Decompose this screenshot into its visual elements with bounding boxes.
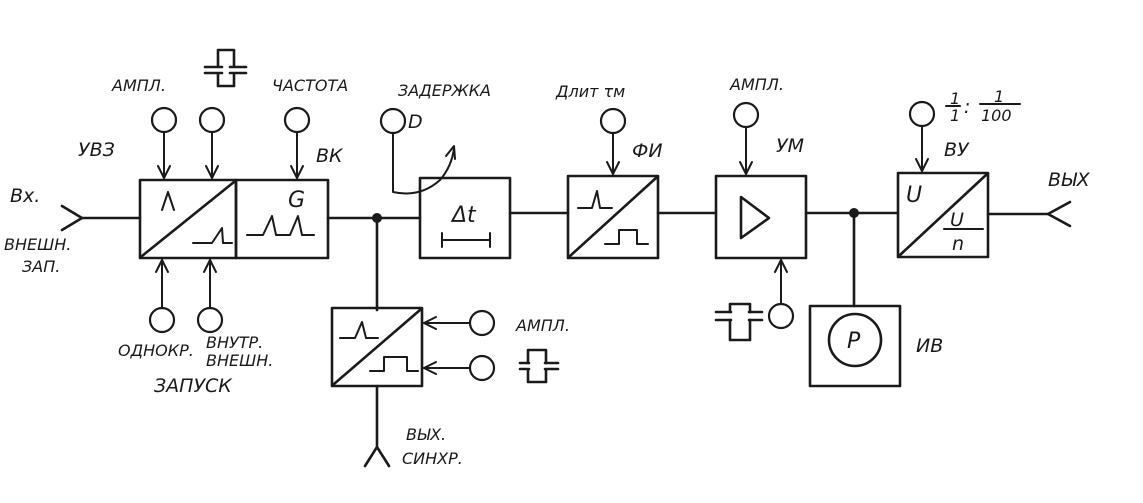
um-label: УМ — [776, 135, 804, 157]
delay-symbol: Δt — [450, 203, 477, 228]
peak-symbol-icon — [161, 191, 175, 211]
meter-symbol: P — [847, 329, 861, 354]
pulse-width-icon — [203, 48, 248, 88]
delay-block: Δt — [418, 176, 512, 260]
sync-ampl-knob[interactable] — [468, 309, 496, 337]
output-connector — [1046, 200, 1072, 228]
vk-block: G — [234, 178, 330, 260]
polarity-icon — [714, 302, 764, 342]
duration-label: Длит τм — [555, 82, 625, 101]
arrow-up-icon — [203, 259, 217, 273]
meter-icon — [827, 312, 883, 368]
iv-label: ИВ — [916, 335, 943, 357]
ratio-knob[interactable] — [908, 100, 936, 128]
iv-block: P — [808, 304, 902, 388]
arrow-up-icon — [155, 259, 169, 273]
vu-input-symbol: U — [906, 183, 922, 208]
fi-block — [566, 174, 660, 260]
arrow-down-icon — [290, 165, 304, 179]
vu-output-denominator: n — [952, 233, 964, 255]
arrow-down-icon — [606, 161, 620, 175]
sync-block — [330, 306, 424, 388]
vu-output-numerator: U — [950, 209, 964, 231]
delay-label: ЗАДЕРЖКА — [398, 81, 491, 100]
internal-label: ВНУТР. — [206, 333, 263, 352]
ampl-knob-2[interactable] — [732, 101, 760, 129]
sync-output-connector — [363, 445, 391, 468]
sync-ampl-label: АМПЛ. — [515, 316, 570, 335]
sync-width-knob[interactable] — [468, 354, 496, 382]
input-connector — [60, 204, 142, 232]
external-label: ВНЕШН. — [206, 351, 273, 370]
vu-block: U U n — [896, 171, 990, 259]
sync-output-label-1: ВЫХ. — [406, 425, 446, 444]
single-shot-label: ОДНОКР. — [118, 341, 194, 360]
input-label: Вх. — [10, 185, 40, 207]
polarity-knob[interactable] — [767, 302, 795, 330]
arrow-down-icon — [157, 165, 171, 179]
ampl-label-2: АМПЛ. — [729, 75, 784, 94]
svg-text:1: 1 — [950, 106, 960, 125]
arrow-up-icon — [774, 259, 788, 273]
input-ext-label: ВНЕШН. — [4, 235, 71, 254]
peak-pulse-icon — [339, 321, 379, 339]
ampl-knob-1[interactable] — [150, 106, 178, 134]
frequency-label: ЧАСТОТА — [272, 76, 348, 95]
ampl-label-1: АМПЛ. — [111, 76, 166, 95]
svg-text:1: 1 — [994, 87, 1004, 106]
arrow-down-icon — [205, 165, 219, 179]
uvz-block — [138, 178, 238, 260]
output-label: ВЫХ — [1048, 169, 1091, 191]
delay-knob-label: D — [408, 111, 423, 133]
svg-text:100: 100 — [981, 106, 1012, 125]
arrow-adjust-icon — [445, 145, 456, 160]
square-pulse-icon — [604, 229, 649, 245]
ratio-label: 1 1 : 1 100 — [945, 87, 1021, 125]
svg-text:1: 1 — [950, 89, 960, 108]
vu-label: ВУ — [944, 139, 970, 161]
launch-label: ЗАПУСК — [154, 375, 233, 397]
sync-output-label-2: СИНХР. — [402, 449, 463, 468]
arrow-left-icon — [423, 316, 437, 330]
um-block — [714, 174, 808, 260]
arrow-left-icon — [423, 361, 437, 375]
generator-symbol: G — [288, 188, 305, 213]
arrow-down-icon — [739, 161, 753, 175]
sync-width-icon — [518, 348, 560, 384]
arrow-down-icon — [915, 158, 929, 172]
input-ext-label-2: ЗАП. — [22, 257, 60, 276]
interval-icon — [441, 232, 491, 248]
pulse-width-knob[interactable] — [198, 106, 226, 134]
peak-pulse-icon — [577, 190, 613, 209]
svg-text::: : — [964, 96, 970, 118]
vk-label: ВК — [316, 145, 344, 167]
pulse-symbol-icon — [192, 227, 233, 244]
uvz-label: УВЗ — [78, 139, 115, 161]
square-pulse-icon — [369, 356, 419, 372]
delay-knob[interactable] — [379, 107, 407, 135]
int-ext-knob[interactable] — [196, 306, 224, 334]
frequency-knob[interactable] — [283, 106, 311, 134]
delay-adjust-link — [392, 132, 455, 195]
duration-knob[interactable] — [599, 107, 627, 135]
amplifier-icon — [739, 195, 771, 240]
single-shot-knob[interactable] — [148, 306, 176, 334]
fi-label: ФИ — [632, 140, 663, 162]
pulse-train-icon — [246, 215, 315, 236]
